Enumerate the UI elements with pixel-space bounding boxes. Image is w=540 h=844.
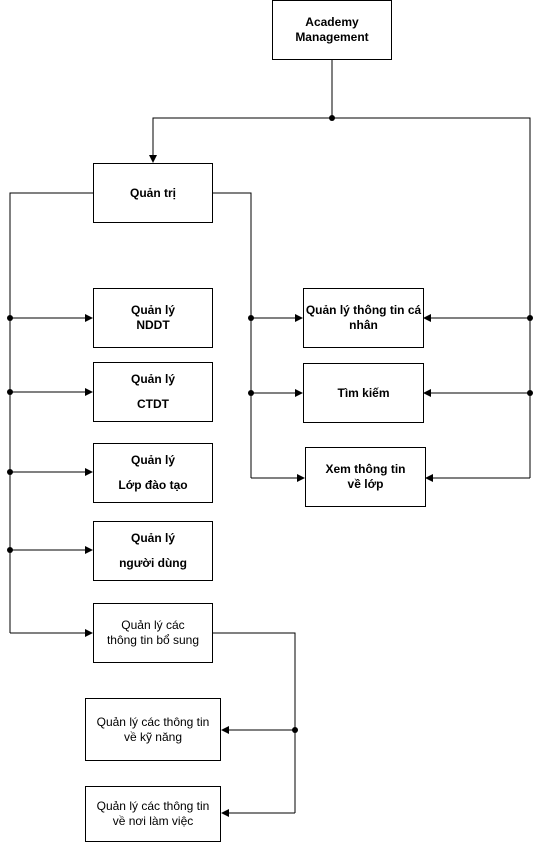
junction-dot	[527, 390, 533, 396]
node-quan-ly-thong-tin-bo-sung: Quản lý các thông tin bổ sung	[93, 603, 213, 663]
node-quan-ly-thong-tin-ca-nhan: Quản lý thông tin cá nhân	[303, 288, 424, 348]
junction-dot	[7, 389, 13, 395]
node-label-line2: Lớp đào tạo	[118, 477, 188, 492]
node-xem-thong-tin-ve-lop: Xem thông tin về lớp	[305, 447, 426, 507]
node-label-line2: NDDT	[136, 318, 170, 332]
connector-admin-right-bus	[213, 192, 252, 478]
node-label-line2: Management	[295, 30, 369, 44]
node-quan-ly-nguoi-dung: Quản lý người dùng	[93, 521, 213, 581]
node-quan-ly-ky-nang: Quản lý các thông tin về kỹ năng	[85, 698, 221, 761]
node-label-line2: người dùng	[119, 555, 187, 570]
node-label-line2: nhân	[349, 318, 378, 332]
node-quan-ly-ctdt: Quản lý CTDT	[93, 362, 213, 422]
node-label-line1: Quản lý thông tin cá	[305, 303, 422, 317]
node-label-line1: Quản lý	[130, 531, 175, 546]
node-label-line1: Quản lý	[130, 453, 175, 468]
junction-dot	[7, 469, 13, 475]
junction-dot	[292, 727, 298, 733]
junction-dot	[329, 115, 335, 121]
connector-bosung-bus	[213, 632, 296, 813]
node-label-line1: Quản lý các	[121, 618, 185, 632]
junction-dot	[248, 390, 254, 396]
node-label-line1: Quản lý các thông tin	[96, 714, 210, 729]
node-label-line2: thông tin bổ sung	[106, 633, 200, 647]
node-quan-ly-nddt: Quản lý NDDT	[93, 288, 213, 348]
node-label-line1: Quản lý các thông tin	[96, 799, 210, 813]
node-quan-ly-noi-lam-viec: Quản lý các thông tin về nơi làm việc	[85, 786, 221, 842]
node-label-line1: Quản lý	[130, 372, 175, 387]
node-label-line2: về kỹ năng	[123, 729, 183, 744]
junction-dot	[7, 547, 13, 553]
node-academy-management: Academy Management	[272, 0, 392, 60]
node-label-line2: về lớp	[347, 477, 384, 491]
node-label-line1: Xem thông tin	[325, 462, 406, 476]
junction-dot	[527, 315, 533, 321]
junction-dot	[248, 315, 254, 321]
node-label-line1: Academy	[305, 15, 359, 29]
node-label-line1: Quản lý	[130, 303, 175, 317]
node-label: Tìm kiếm	[337, 385, 390, 400]
node-label-line2: về nơi làm việc	[112, 814, 194, 828]
connector-academy-to-admin	[149, 117, 332, 163]
node-label-line2: CTDT	[137, 396, 169, 411]
node-tim-kiem: Tìm kiếm	[303, 363, 424, 423]
connector-admin-left-bus	[9, 192, 93, 633]
node-quan-ly-lop-dao-tao: Quản lý Lớp đào tạo	[93, 443, 213, 503]
node-quan-tri: Quản trị	[93, 163, 213, 223]
junction-dot	[7, 315, 13, 321]
node-label: Quản trị	[129, 185, 176, 200]
connector-academy-right-rail	[332, 117, 531, 478]
